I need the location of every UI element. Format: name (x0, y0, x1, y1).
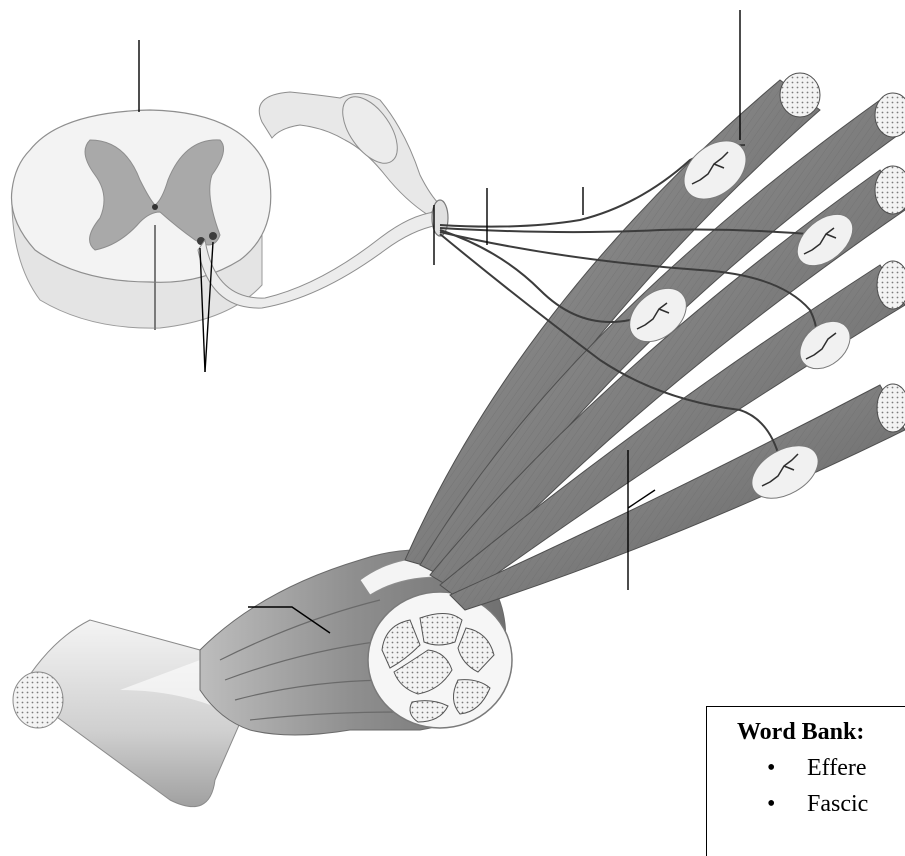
word-bank-term: Effere (807, 755, 867, 781)
word-bank-title: Word Bank: (737, 719, 905, 746)
tendon-cut-end (13, 672, 63, 728)
motor-neuron-body-2 (209, 232, 217, 240)
bullet-icon: • (767, 786, 775, 822)
word-bank: Word Bank: • Effere • Fascic (706, 706, 905, 856)
word-bank-item: • Fascic (767, 786, 905, 822)
muscle-belly (13, 550, 512, 807)
word-bank-list: • Effere • Fascic (737, 750, 905, 822)
bullet-icon: • (767, 750, 775, 786)
central-canal (152, 204, 158, 210)
word-bank-item: • Effere (767, 750, 905, 786)
word-bank-term: Fascic (807, 791, 868, 817)
